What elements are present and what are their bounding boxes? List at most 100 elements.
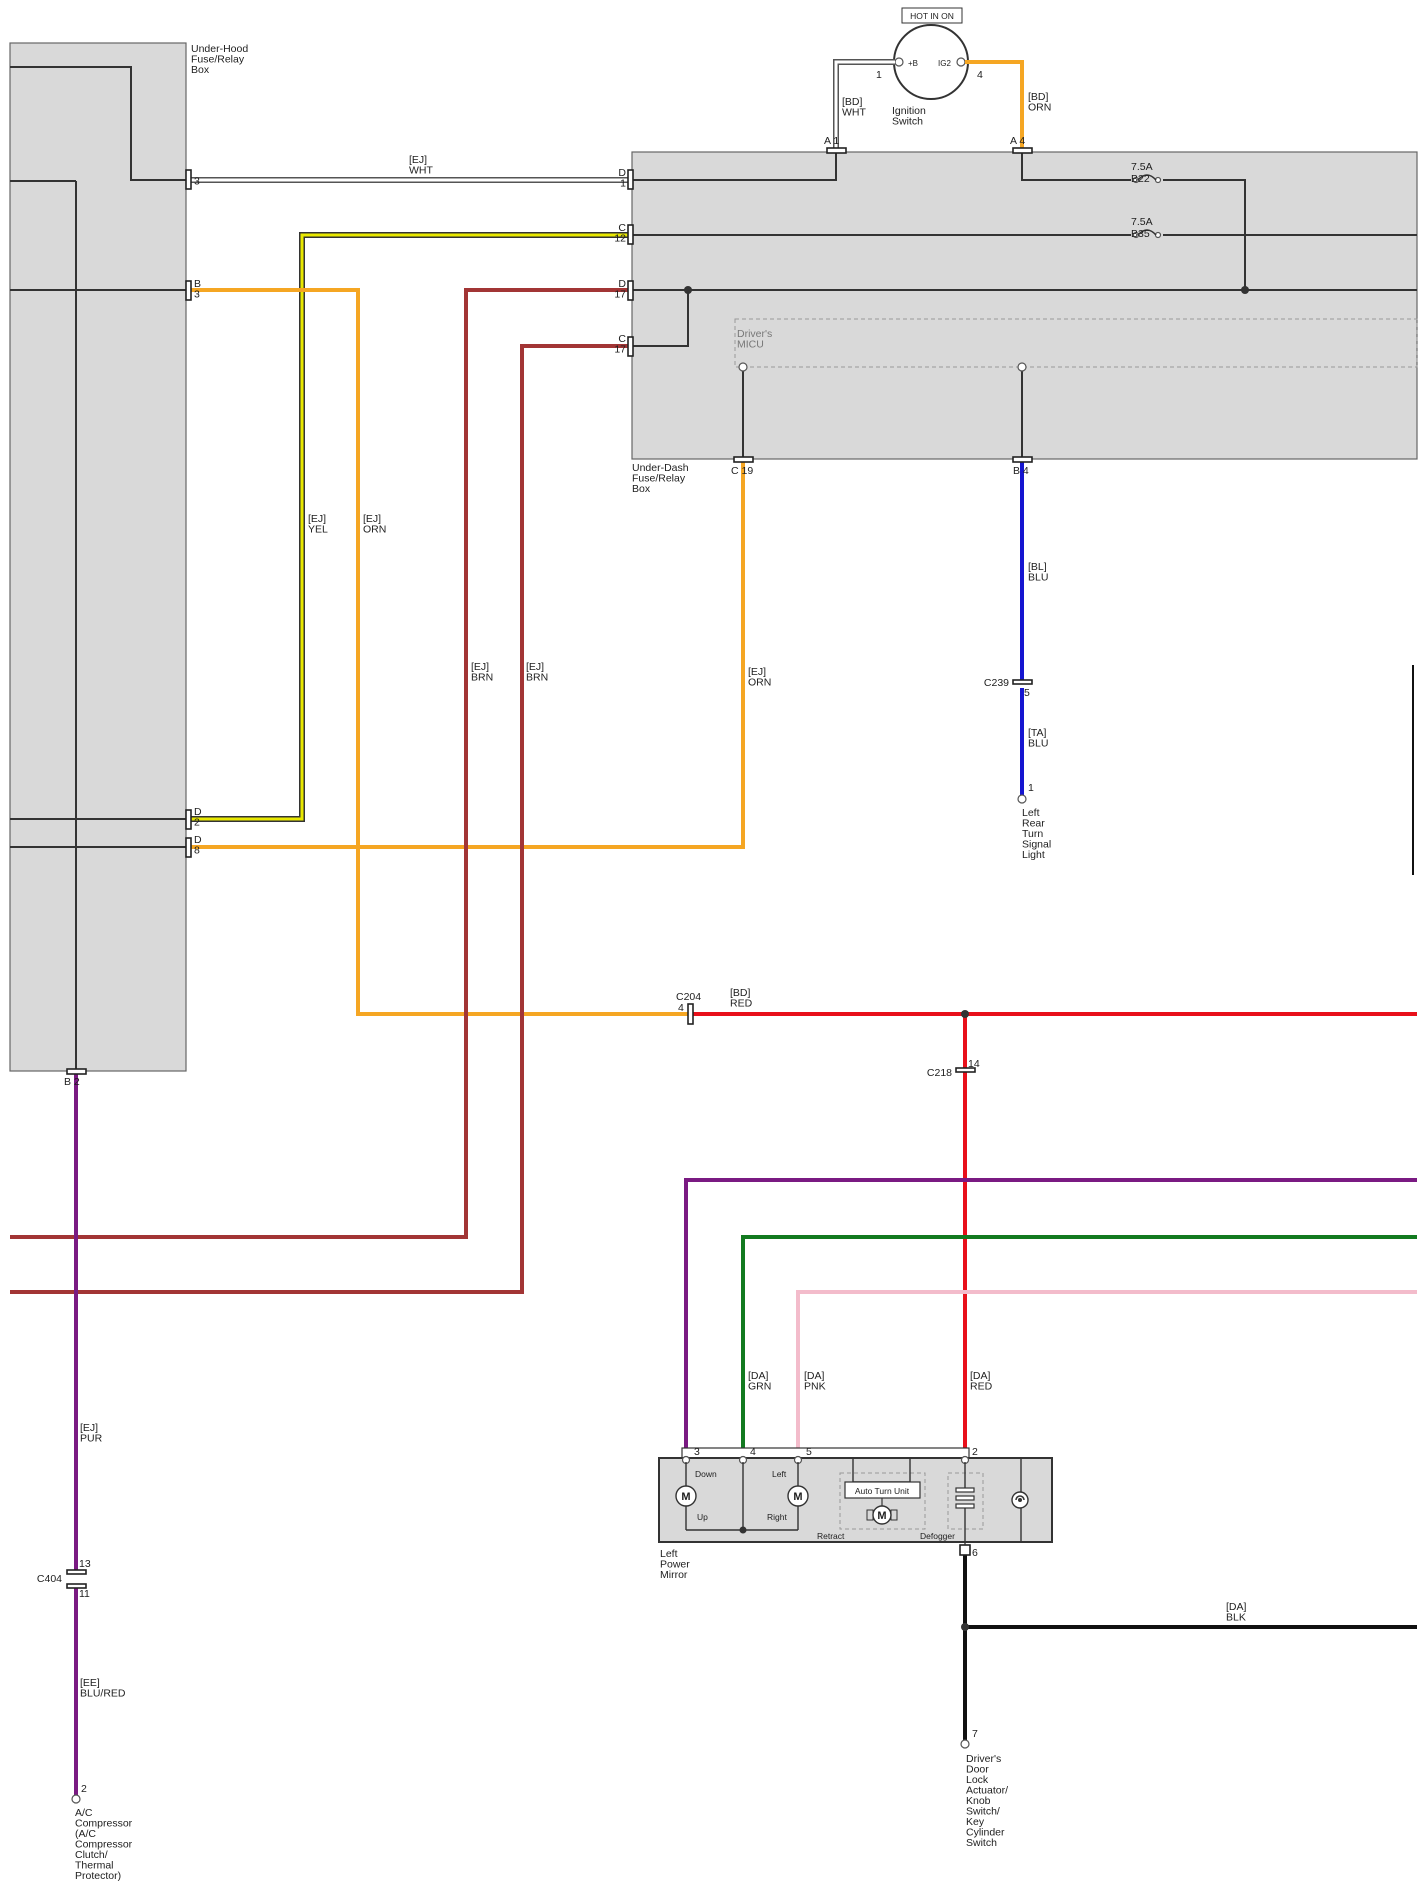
mirror-left-label: Left (772, 1469, 787, 1479)
mirror-leftright-motor-icon (787, 1485, 809, 1507)
pin-label: 2 (81, 1783, 87, 1795)
defogger-heater-icon (955, 1487, 975, 1509)
wire-label-ej-pur: [EJ]PUR (80, 1422, 103, 1445)
wire-bd-wht (833, 59, 895, 151)
mirror-motor-m: M (793, 1491, 802, 1503)
wire-label-da-blk: [DA]BLK (1226, 1601, 1247, 1624)
pin-label: 4 (678, 1002, 684, 1014)
wire-label-ej-orn-2: [EJ]ORN (748, 666, 771, 689)
wire-label-ej-yel: [EJ]YEL (308, 513, 328, 536)
left-rear-turn-terminal (1017, 794, 1027, 804)
wire-ej-orn-underhood-to-c204 (190, 288, 690, 1016)
pin-label: 1 (1028, 782, 1034, 794)
wire-label-ee-blu-red: [EE]BLU/RED (80, 1677, 126, 1700)
ignition-b-label: +B (908, 59, 918, 68)
wire-ej-yel (190, 232, 630, 822)
wire-label-da-red: [DA]RED (970, 1370, 993, 1393)
under-hood-fuse-relay-box (9, 42, 187, 1072)
retract-outline (839, 1472, 926, 1530)
pin-label: 3 (194, 176, 200, 188)
wire-da-pnk (796, 1290, 1417, 1456)
under-dash-fuse-relay-box (631, 151, 1418, 460)
pin-label: 2 (972, 1446, 978, 1458)
mirror-motor-m: M (681, 1491, 690, 1503)
micu-terminal (1017, 362, 1027, 372)
mirror-up-label: Up (697, 1512, 708, 1522)
wire-label-ta-blu: [TA]BLU (1028, 727, 1048, 750)
retract-label: Retract (817, 1531, 845, 1541)
pin-label: 5 (1024, 687, 1030, 699)
wire-label-bl-blu: [BL]BLU (1028, 561, 1048, 584)
hot-in-on-label: HOT IN ON (910, 11, 954, 21)
pin-label: B 2 (64, 1076, 80, 1088)
pin-label: 14 (968, 1058, 980, 1070)
connector-c218-label: C218 (927, 1067, 952, 1079)
pin-label: 13 (79, 1558, 91, 1570)
pin-label: 3 (694, 1446, 700, 1458)
wire-bd-orn (965, 60, 1024, 151)
pin-label: 5 (806, 1446, 812, 1458)
auto-turn-unit-label: Auto Turn Unit (855, 1486, 910, 1496)
hot-in-on-label-box (901, 7, 963, 24)
mirror-down-label: Down (695, 1469, 717, 1479)
wire-ej-brn-2 (10, 344, 630, 1294)
junction-dot (684, 286, 692, 294)
pin-label: 7 (972, 1728, 978, 1740)
junction-dot (961, 1623, 969, 1631)
wire-label-da-grn: [DA]GRN (748, 1370, 771, 1393)
pin-label: A 1 (824, 135, 839, 147)
wire-label-ej-wht: [EJ]WHT (409, 154, 433, 177)
wire-label-ej-brn-1: [EJ]BRN (471, 661, 493, 684)
wire-ej-orn-c19-to-underhood (190, 459, 745, 849)
mirror-updown-motor-icon (675, 1485, 697, 1507)
mirror-right-label: Right (767, 1512, 787, 1522)
ac-compressor-terminal (71, 1794, 81, 1804)
connector-c404-label: C404 (37, 1573, 62, 1585)
wire-label-bd-red: [BD]RED (730, 987, 753, 1010)
pin-label: 11 (79, 1588, 90, 1600)
mirror-pin-bar (681, 1447, 970, 1459)
ignition-ig2-terminal (956, 57, 966, 67)
wire-label-bd-orn: [BD]ORN (1028, 91, 1051, 114)
junction-dot (1241, 286, 1249, 294)
pin-label: A 4 (1010, 135, 1025, 147)
mirror-body (658, 1457, 1053, 1543)
wire-da-grn (741, 1235, 1417, 1456)
micu-terminal (738, 362, 748, 372)
wire-da-pur (684, 1178, 1417, 1456)
wire-label-da-pnk: [DA]PNK (804, 1370, 826, 1393)
wire-label-bd-wht: [BD]WHT (842, 96, 866, 119)
mirror-motor-m: M (877, 1510, 886, 1522)
wire-label-ej-orn-1: [EJ]ORN (363, 513, 386, 536)
drivers-micu-outline (734, 318, 1418, 368)
wire-ej-brn-1 (10, 288, 630, 1239)
defogger-label: Defogger (920, 1531, 955, 1541)
ignition-pin-1: 1 (876, 69, 882, 81)
door-lock-terminal (960, 1739, 970, 1749)
connector-c204-label: C204 (676, 991, 701, 1003)
junction-dot (961, 1010, 969, 1018)
wire-label-ej-brn-2: [EJ]BRN (526, 661, 548, 684)
pin-label: 4 (750, 1446, 756, 1458)
pin-label: C 19 (731, 465, 753, 477)
